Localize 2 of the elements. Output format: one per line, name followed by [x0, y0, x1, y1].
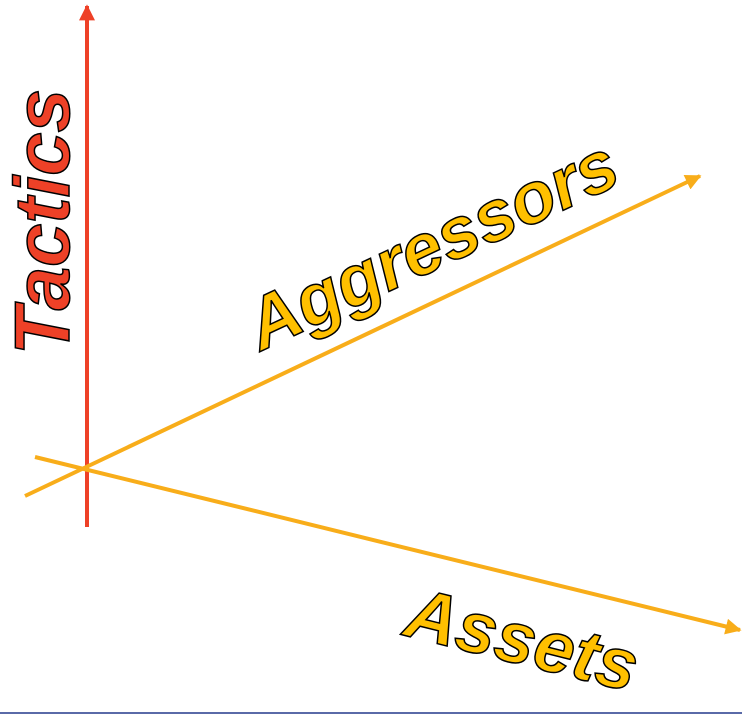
axis-title: Assets	[398, 576, 646, 704]
axis-title: Tactics	[2, 89, 81, 355]
